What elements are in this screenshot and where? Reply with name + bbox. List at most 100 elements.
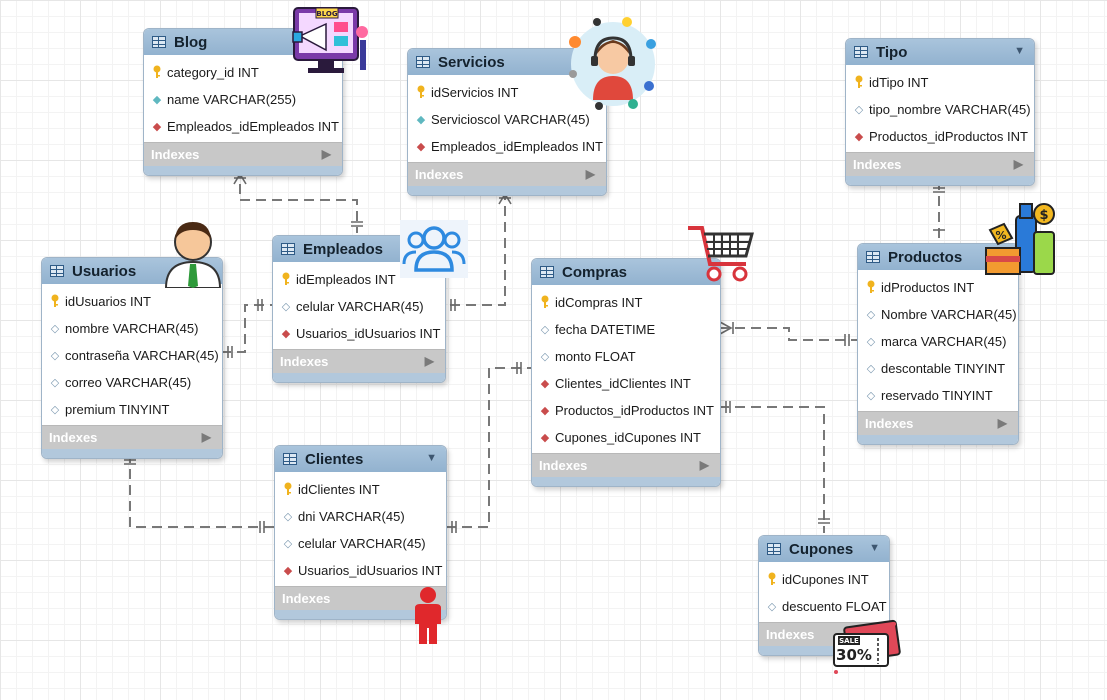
column-icon: ◇ (50, 404, 60, 416)
table-empleados[interactable]: Empleados idEmpleados INT◇celular VARCHA… (272, 235, 446, 383)
column-row[interactable]: idCompras INT (532, 289, 720, 316)
column-row[interactable]: idClientes INT (275, 476, 446, 503)
column-row[interactable]: ◇reservado TINYINT (858, 382, 1018, 409)
expand-arrow-icon[interactable]: ▶ (424, 354, 434, 368)
primary-key-icon (49, 294, 61, 310)
column-icon: ◆ (152, 94, 162, 106)
column-list: idUsuarios INT◇nombre VARCHAR(45)◇contra… (42, 284, 222, 425)
table-icon (416, 56, 430, 68)
column-row[interactable]: ◇correo VARCHAR(45) (42, 369, 222, 396)
table-header[interactable]: Tipo▼ (846, 39, 1034, 65)
column-row[interactable]: idCupones INT (759, 566, 889, 593)
indexes-label: Indexes (853, 157, 902, 172)
table-title: Empleados (303, 240, 384, 258)
column-row[interactable]: category_id INT (144, 59, 342, 86)
expand-arrow-icon[interactable]: ▶ (1013, 157, 1023, 171)
column-row[interactable]: ◇fecha DATETIME (532, 316, 720, 343)
primary-key-icon (280, 272, 292, 288)
column-row[interactable]: ◇celular VARCHAR(45) (275, 530, 446, 557)
table-title: Productos (888, 248, 963, 266)
table-footer (846, 176, 1034, 185)
column-list: idTipo INT◇tipo_nombre VARCHAR(45) ◆ Produ… (846, 65, 1034, 152)
table-compras[interactable]: Compras idCompras INT ◇fecha DATETIME◇mon… (531, 258, 721, 487)
column-text: fecha DATETIME (555, 322, 656, 337)
column-row[interactable]: ◆Productos_idProductos INT (532, 397, 720, 424)
expand-arrow-icon[interactable]: ▶ (201, 430, 211, 444)
table-tipo[interactable]: Tipo▼ idTipo INT◇tipo_nombre VARCHAR(45)… (845, 38, 1035, 186)
indexes-section[interactable]: Indexes ▶ (858, 411, 1018, 435)
column-row[interactable]: ◆Servicioscol VARCHAR(45) (408, 106, 606, 133)
table-footer (273, 373, 445, 382)
column-row[interactable]: ◇Nombre VARCHAR(45) (858, 301, 1018, 328)
foreign-key-icon: ◆ (854, 131, 864, 143)
column-row[interactable]: ◇tipo_nombre VARCHAR(45) (846, 96, 1034, 123)
column-row[interactable]: idEmpleados INT (273, 266, 445, 293)
indexes-section[interactable]: Indexes▶ (408, 162, 606, 186)
rel-compras-cupones (719, 406, 825, 533)
column-row[interactable]: ◇premium TINYINT (42, 396, 222, 423)
table-footer (532, 477, 720, 486)
indexes-section[interactable]: Indexes▶ (273, 349, 445, 373)
column-row[interactable]: ◆Clientes_idClientes INT (532, 370, 720, 397)
column-row[interactable]: ◇descontable TINYINT (858, 355, 1018, 382)
column-row[interactable]: ◇nombre VARCHAR(45) (42, 315, 222, 342)
column-row[interactable]: ◆Empleados_idEmpleados INT (408, 133, 606, 160)
expand-arrow-icon[interactable]: ▶ (321, 147, 331, 161)
shopping-cart-icon (688, 226, 754, 282)
column-row[interactable]: ◆Usuarios_idUsuarios INT (275, 557, 446, 584)
column-row[interactable]: ◆name VARCHAR(255) (144, 86, 342, 113)
primary-key-icon (415, 85, 427, 101)
table-blog[interactable]: Blog category_id INT◆name VARCHAR(255)◆E… (143, 28, 343, 176)
column-list: idServicios INT◆Servicioscol VARCHAR(45)… (408, 75, 606, 162)
dropdown-arrow-icon[interactable]: ▼ (1014, 45, 1025, 57)
indexes-section[interactable]: Indexes ▶ (846, 152, 1034, 176)
column-row[interactable]: ◇marca VARCHAR(45) (858, 328, 1018, 355)
table-cupones[interactable]: Cupones ▼ idCupones INT ◇descuento FLOAT I… (758, 535, 890, 656)
rel-usuarios-empleados (221, 304, 272, 353)
indexes-section[interactable]: Indexes▶ (532, 453, 720, 477)
column-row[interactable]: ◆Cupones_idCupones INT (532, 424, 720, 451)
table-header[interactable]: Servicios (408, 49, 606, 75)
indexes-label: Indexes (766, 627, 815, 642)
column-row[interactable]: ◇dni VARCHAR(45) (275, 503, 446, 530)
table-clientes[interactable]: Clientes▼ idClientes INT◇dni VARCHAR(45)… (274, 445, 447, 620)
indexes-label: Indexes (865, 416, 914, 431)
column-text: Productos_idProductos INT (869, 129, 1028, 144)
column-row[interactable]: idTipo INT (846, 69, 1034, 96)
table-productos[interactable]: Productos idProductos INT◇Nombre VARCHAR… (857, 243, 1019, 445)
column-row[interactable]: ◇contraseña VARCHAR(45) (42, 342, 222, 369)
dropdown-arrow-icon[interactable]: ▼ (426, 452, 437, 464)
indexes-section[interactable]: Indexes▶ (144, 142, 342, 166)
oneone-tipo (933, 187, 945, 193)
blog-badge-text: BLOG (316, 10, 337, 18)
column-row[interactable]: idUsuarios INT (42, 288, 222, 315)
indexes-section[interactable]: Indexes▶ (42, 425, 222, 449)
column-text: dni VARCHAR(45) (298, 509, 405, 524)
expand-arrow-icon[interactable]: ▶ (997, 416, 1007, 430)
table-header[interactable]: Clientes▼ (275, 446, 446, 472)
column-row[interactable]: ◇monto FLOAT (532, 343, 720, 370)
table-header[interactable]: Cupones ▼ (759, 536, 889, 562)
column-row[interactable]: idProductos INT (858, 274, 1018, 301)
table-icon (854, 46, 868, 58)
column-text: idCupones INT (782, 572, 869, 587)
table-usuarios[interactable]: Usuarios idUsuarios INT◇nombre VARCHAR(4… (41, 257, 223, 459)
table-header[interactable]: Compras (532, 259, 720, 285)
column-row[interactable]: ◆Usuarios_idUsuarios INT (273, 320, 445, 347)
column-row[interactable]: ◆ Productos_idProductos INT (846, 123, 1034, 150)
table-servicios[interactable]: Servicios idServicios INT◆Servicioscol V… (407, 48, 607, 196)
table-title: Cupones (789, 540, 854, 558)
column-row[interactable]: ◇descuento FLOAT (759, 593, 889, 620)
expand-arrow-icon[interactable]: ▶ (585, 167, 595, 181)
column-row[interactable]: ◆Empleados_idEmpleados INT (144, 113, 342, 140)
dropdown-arrow-icon[interactable]: ▼ (869, 542, 880, 554)
column-text: monto FLOAT (555, 349, 636, 364)
dollar-symbol: $ (1039, 208, 1048, 223)
column-icon: ◇ (854, 104, 864, 116)
column-text: idCompras INT (555, 295, 643, 310)
column-row[interactable]: ◇celular VARCHAR(45) (273, 293, 445, 320)
expand-arrow-icon[interactable]: ▶ (699, 458, 709, 472)
table-icon (283, 453, 297, 465)
column-row[interactable]: idServicios INT (408, 79, 606, 106)
table-footer (275, 610, 446, 619)
